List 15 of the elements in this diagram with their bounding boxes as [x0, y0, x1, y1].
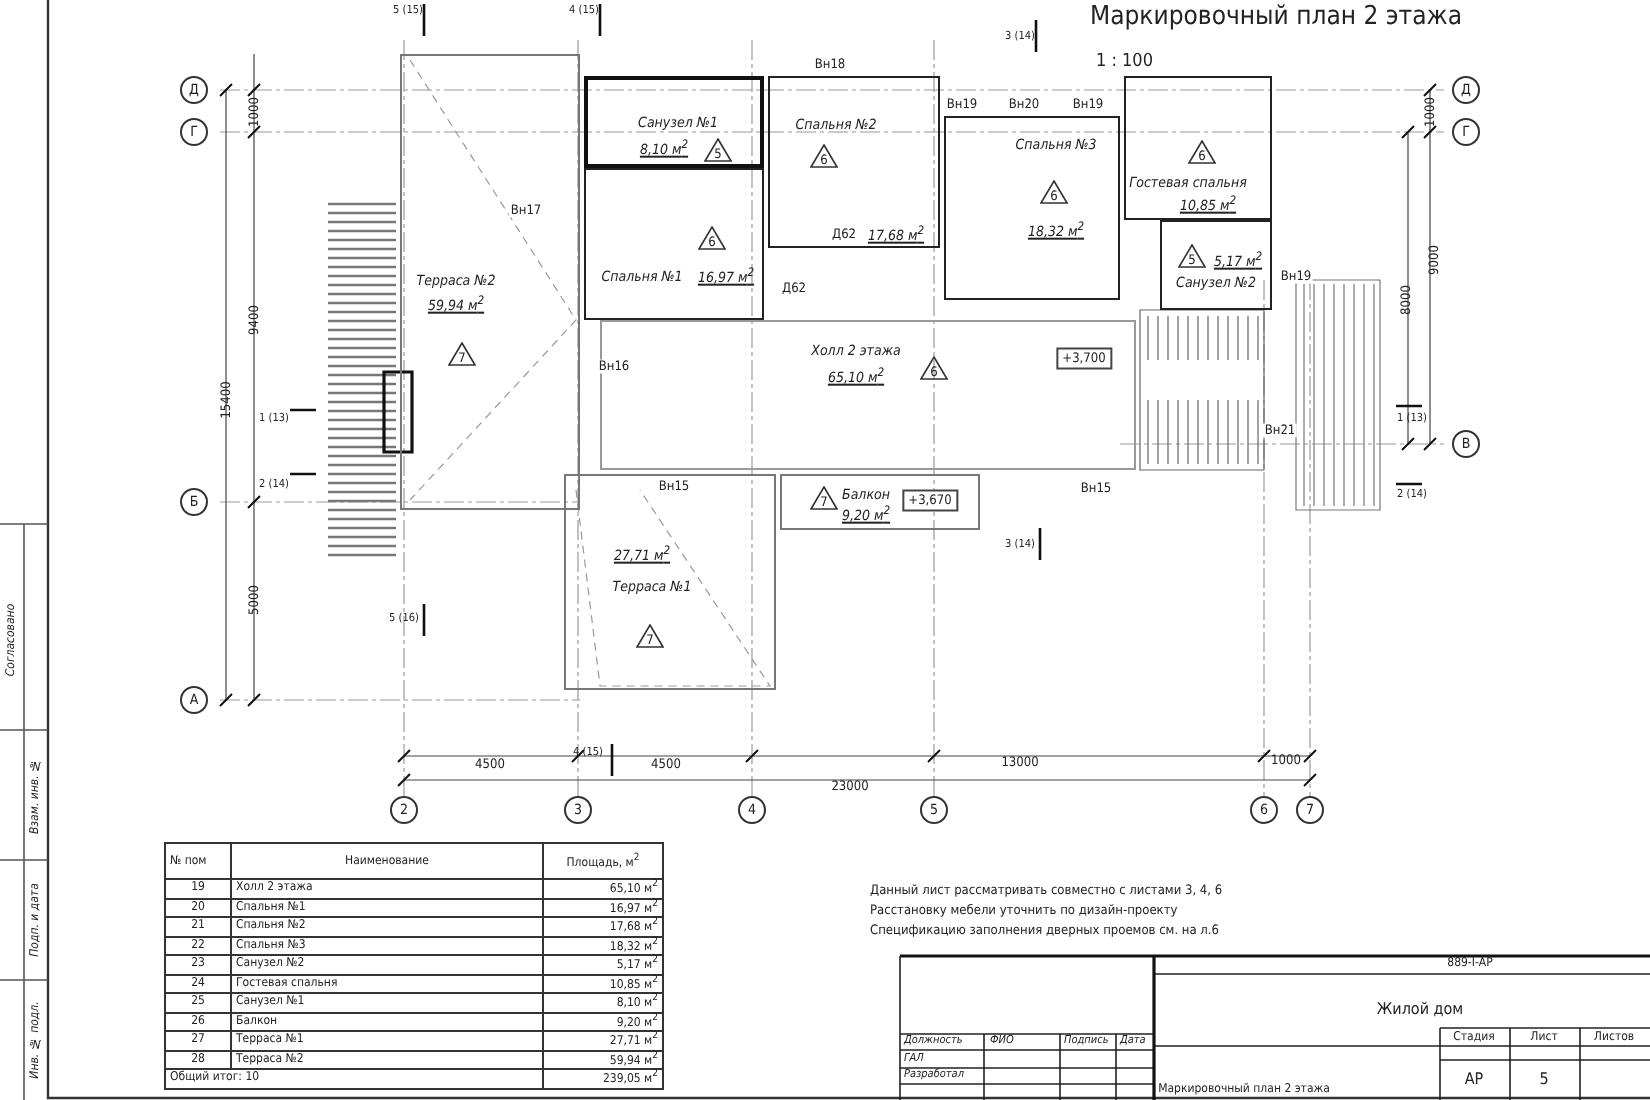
room-outline: [584, 76, 764, 168]
title-block-text: АР: [1464, 1072, 1484, 1088]
scale-label: 1 : 100: [1096, 54, 1153, 72]
room-outline: [1124, 76, 1272, 220]
title-block-text: Жилой дом: [1376, 1002, 1464, 1018]
room-outline: [944, 116, 1120, 300]
drawing-title: Маркировочный план 2 этажа: [1090, 4, 1462, 30]
room-outline: [780, 474, 980, 530]
room-outline: [564, 474, 776, 690]
room-outline: [600, 320, 1136, 470]
room-outline: [584, 168, 764, 320]
room-outline: [768, 76, 940, 248]
room-outline: [1160, 220, 1272, 310]
room-outline: [400, 54, 580, 510]
title-block-text: 5: [1539, 1072, 1549, 1088]
